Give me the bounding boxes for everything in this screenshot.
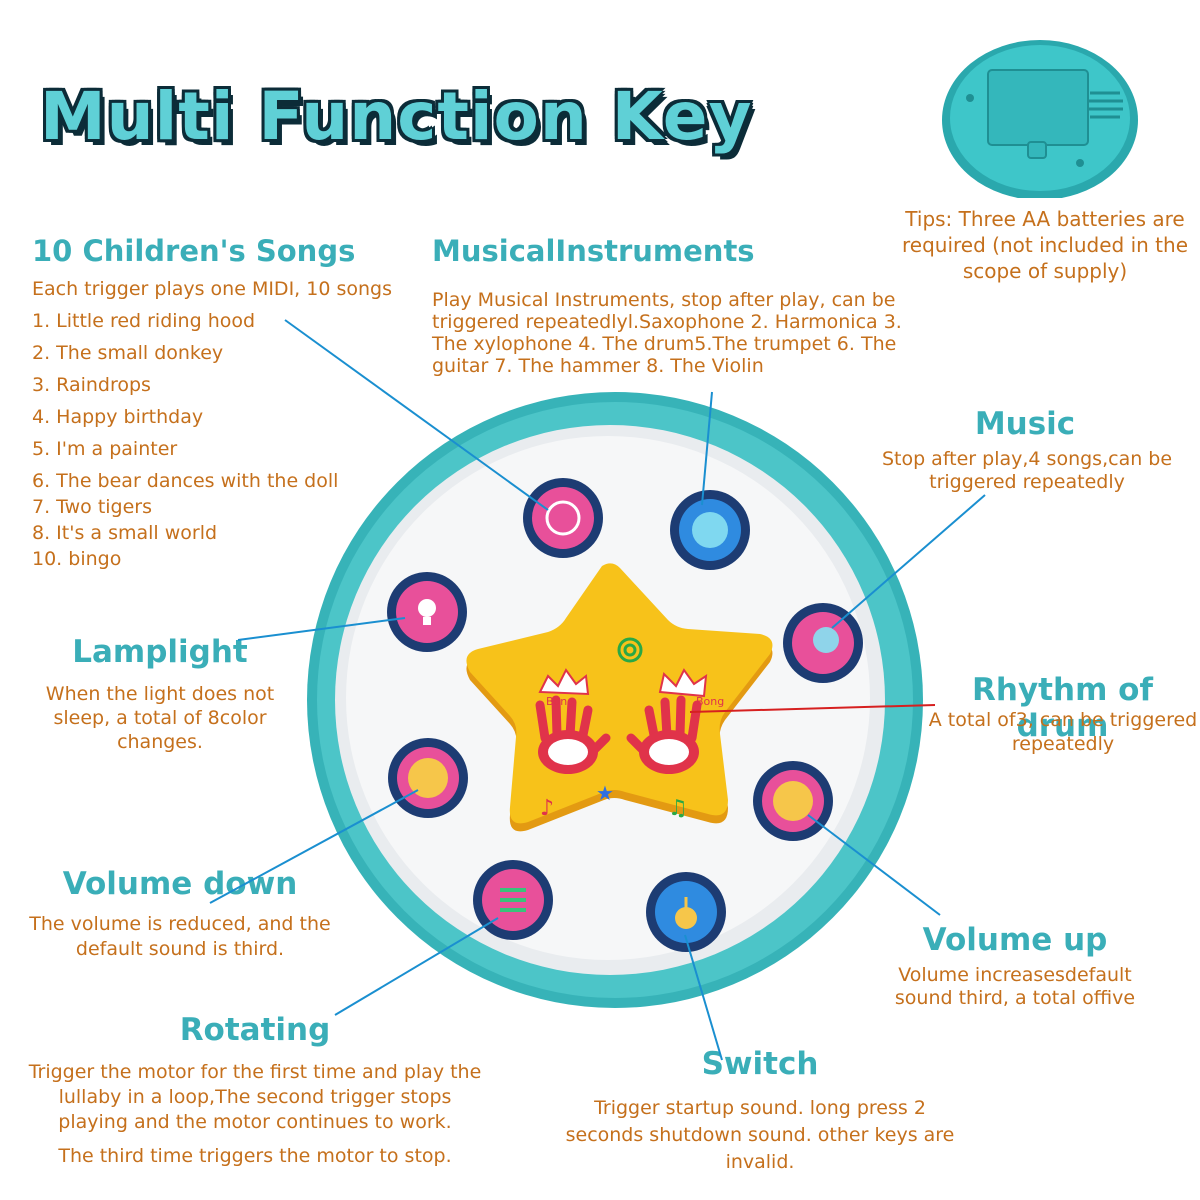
volume-up-heading: Volume up bbox=[922, 922, 1108, 958]
music-button[interactable] bbox=[783, 603, 863, 683]
song-item: 8. It's a small world bbox=[32, 522, 218, 544]
page-title: Multi Function Key bbox=[40, 78, 753, 155]
right-hand-icon bbox=[626, 695, 702, 774]
switch-text: Trigger startup sound. long press 2 seco… bbox=[565, 1097, 955, 1173]
battery-compartment-image bbox=[942, 40, 1138, 198]
music-text: Stop after play,4 songs,can be triggered… bbox=[881, 448, 1173, 493]
bong-right-label: Bong bbox=[696, 695, 724, 708]
note-icon: ♫ bbox=[668, 796, 688, 821]
instruments-text: Play Musical Instruments, stop after pla… bbox=[432, 289, 902, 377]
volume-up-text: Volume increasesdefault sound third, a t… bbox=[894, 964, 1136, 1009]
bong-left-label: Bong bbox=[546, 695, 574, 708]
song-item: 5. I'm a painter bbox=[32, 438, 178, 460]
lamplight-heading: Lamplight bbox=[72, 634, 248, 670]
song-item: 10. bingo bbox=[32, 548, 122, 570]
rotating-text-2: The third time triggers the motor to sto… bbox=[58, 1145, 452, 1167]
note-icon: ♪ bbox=[540, 796, 554, 821]
lamplight-text: When the light does not sleep, a total o… bbox=[45, 683, 275, 753]
instruments-button[interactable] bbox=[670, 490, 750, 570]
songs-heading: 10 Children's Songs bbox=[32, 234, 356, 268]
volume-up-button[interactable] bbox=[753, 761, 833, 841]
music-heading: Music bbox=[974, 406, 1076, 442]
song-item: 1. Little red riding hood bbox=[32, 310, 256, 332]
rotating-text: Trigger the motor for the first time and… bbox=[28, 1061, 482, 1133]
rotating-button[interactable] bbox=[473, 860, 553, 940]
star-small-icon: ★ bbox=[596, 781, 614, 805]
songs-button[interactable] bbox=[523, 478, 603, 558]
song-item: 4. Happy birthday bbox=[32, 406, 204, 428]
lamplight-button[interactable] bbox=[387, 572, 467, 652]
rhythm-text: A total of3, can be triggered repeatedly bbox=[928, 709, 1198, 755]
switch-button[interactable] bbox=[646, 872, 726, 952]
song-item: 2. The small donkey bbox=[32, 342, 224, 364]
rhythm-callout-line bbox=[689, 704, 936, 713]
battery-tips: Tips: Three AA batteries are required (n… bbox=[902, 207, 1188, 283]
rhythm-heading: Rhythm of drum bbox=[972, 672, 1153, 744]
song-item: 3. Raindrops bbox=[32, 374, 151, 396]
volume-down-button[interactable] bbox=[388, 738, 468, 818]
songs-list: 1. Little red riding hood 2. The small d… bbox=[32, 308, 338, 572]
left-hand-icon bbox=[535, 695, 611, 774]
rotating-heading: Rotating bbox=[179, 1012, 331, 1048]
song-item: 7. Two tigers bbox=[32, 496, 153, 518]
songs-intro: Each trigger plays one MIDI, 10 songs bbox=[32, 278, 392, 300]
instruments-heading: MusicalInstruments bbox=[432, 234, 755, 268]
volume-down-heading: Volume down bbox=[62, 866, 298, 902]
song-item: 6. The bear dances with the doll bbox=[32, 470, 339, 492]
volume-down-text: The volume is reduced, and the default s… bbox=[29, 913, 331, 960]
callout-lines bbox=[209, 319, 986, 1061]
switch-heading: Switch bbox=[701, 1046, 819, 1082]
